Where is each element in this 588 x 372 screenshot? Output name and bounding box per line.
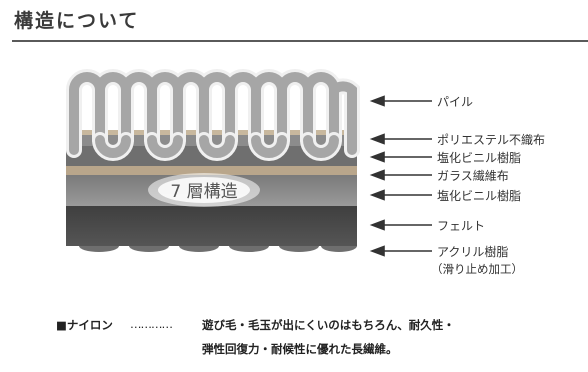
material-description-1: 遊び毛・毛玉が出にくいのはもちろん、耐久性・: [202, 318, 455, 332]
section-title: 構造について: [14, 10, 140, 32]
label-pvc-lower: 塩化ビニル樹脂: [437, 189, 522, 203]
label-pile: パイル: [437, 95, 474, 109]
label-anti-slip: （滑り止め加工）: [431, 262, 523, 276]
label-felt: フェルト: [437, 219, 486, 233]
material-name: ■ナイロン: [56, 318, 113, 332]
felt-layer: [66, 206, 357, 246]
label-acrylic: アクリル樹脂: [437, 245, 509, 259]
label-arrows: [369, 95, 432, 257]
badge-label: 7 層構造: [170, 182, 237, 202]
pile-loops: [66, 69, 360, 161]
glass-fiber-layer: [66, 166, 357, 175]
label-glass-fiber: ガラス繊維布: [437, 169, 509, 183]
label-polyester: ポリエステル不織布: [437, 133, 546, 147]
material-description-2: 弾性回復力・耐候性に優れた長繊維。: [202, 342, 398, 356]
seven-layer-badge: 7 層構造: [148, 173, 260, 207]
leader-dots: …………: [130, 317, 173, 331]
title-divider: [12, 40, 588, 42]
label-pvc-upper: 塩化ビニル樹脂: [437, 151, 522, 165]
